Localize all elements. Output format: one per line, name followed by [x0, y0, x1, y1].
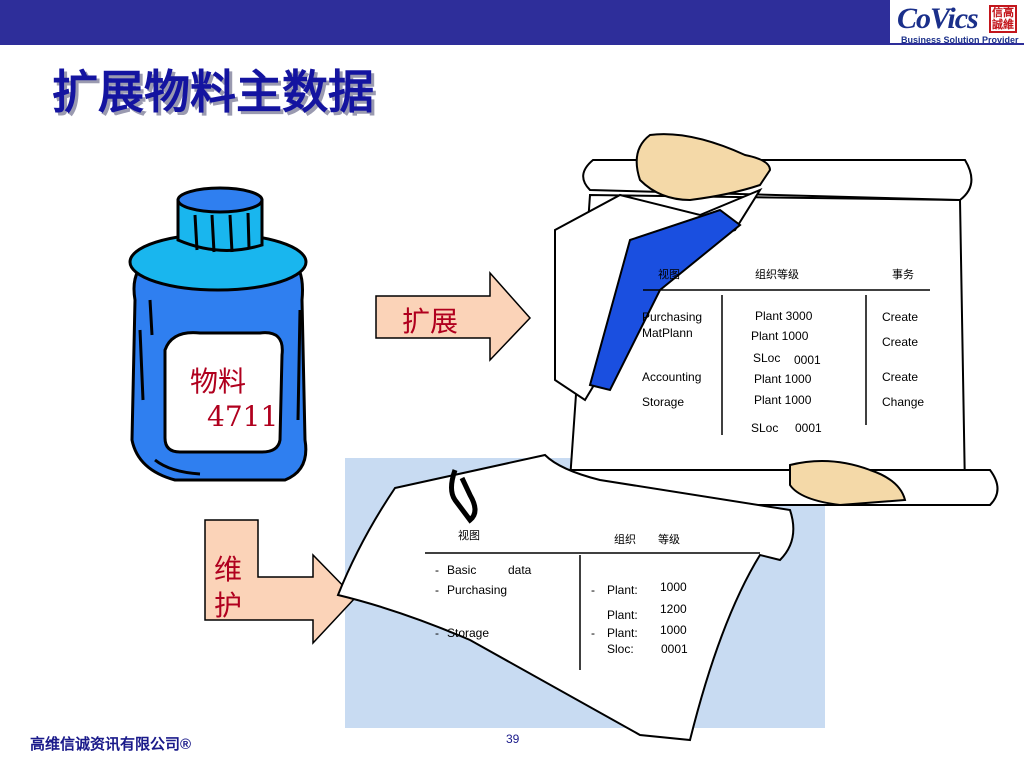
scroll-org-sloc-b: SLoc	[751, 421, 779, 435]
scroll-view-storage: Storage	[642, 395, 685, 409]
scroll-org-sloc-value-b: 0001	[795, 421, 822, 435]
paper-view-dash-2: -	[435, 583, 439, 597]
paper-header-level: 等级	[658, 534, 680, 546]
header-bar	[0, 0, 890, 43]
paper-view-dash-1: -	[435, 563, 439, 577]
scroll-view-accounting: Accounting	[642, 370, 702, 384]
maintain-label: 维护	[214, 553, 243, 622]
paper-org-dash-2: -	[591, 626, 595, 640]
logo-seal: 信高誠維	[989, 5, 1017, 33]
paper-org-plant-label-1: Plant:	[607, 583, 638, 597]
scroll-txn-4: Change	[882, 395, 925, 409]
paper-view-data: data	[508, 563, 532, 577]
paper-illustration	[336, 453, 795, 742]
scroll-view-matplann: MatPlann	[642, 326, 693, 340]
company-logo: CoVics 信高誠維 Business Solution Provider	[893, 2, 1021, 46]
paper-org-value-1: 1000	[660, 580, 687, 594]
scroll-txn-3: Create	[882, 370, 919, 384]
page-number: 39	[506, 732, 520, 746]
paper-org-value-4: 0001	[661, 642, 688, 656]
scroll-txn-1: Create	[882, 310, 919, 324]
scroll-org-plant-3000: Plant 3000	[755, 309, 813, 323]
paper-org-sloc-label: Sloc:	[607, 642, 634, 656]
logo-tagline: Business Solution Provider	[901, 35, 1019, 45]
paper-view-purchasing: Purchasing	[447, 583, 508, 597]
paper-header-views: 视图	[458, 530, 480, 542]
scroll-header-views: 视图	[658, 269, 680, 281]
slide-title: 扩展物料主数据	[52, 65, 374, 119]
scroll-org-plant-1000-a: Plant 1000	[751, 329, 809, 343]
scroll-view-purchasing: Purchasing	[642, 310, 703, 324]
material-number: 4711	[207, 400, 279, 433]
scroll-header-transaction: 事务	[892, 269, 914, 281]
header-divider	[0, 43, 1024, 45]
paper-header-org: 组织	[614, 534, 636, 546]
extend-arrow	[375, 271, 532, 362]
material-label: 物料	[190, 365, 247, 398]
logo-text: CoVics	[897, 2, 979, 35]
scroll-org-sloc-a: SLoc	[753, 351, 781, 365]
footer-company: 高维信诚资讯有限公司®	[30, 736, 192, 753]
paper-org-value-2: 1200	[660, 602, 687, 616]
scroll-org-plant-1000-c: Plant 1000	[754, 393, 812, 407]
scroll-org-plant-1000-b: Plant 1000	[754, 372, 812, 386]
extend-label: 扩展	[402, 305, 459, 338]
paper-org-plant-label-2: Plant:	[607, 608, 638, 622]
scroll-header-org-levels: 组织等级	[755, 269, 799, 281]
paper-org-value-3: 1000	[660, 623, 687, 637]
material-bottle-icon	[128, 186, 308, 482]
paper-view-basic: Basic	[447, 563, 477, 577]
paper-org-dash-1: -	[591, 583, 595, 597]
maintain-arrow	[204, 519, 357, 645]
paper-org-plant-label-3: Plant:	[607, 626, 638, 640]
scroll-org-sloc-value-a: 0001	[794, 353, 821, 367]
scroll-txn-2: Create	[882, 335, 919, 349]
scroll-illustration	[549, 133, 999, 507]
paper-view-dash-3: -	[435, 626, 439, 640]
paper-view-storage: Storage	[447, 626, 490, 640]
